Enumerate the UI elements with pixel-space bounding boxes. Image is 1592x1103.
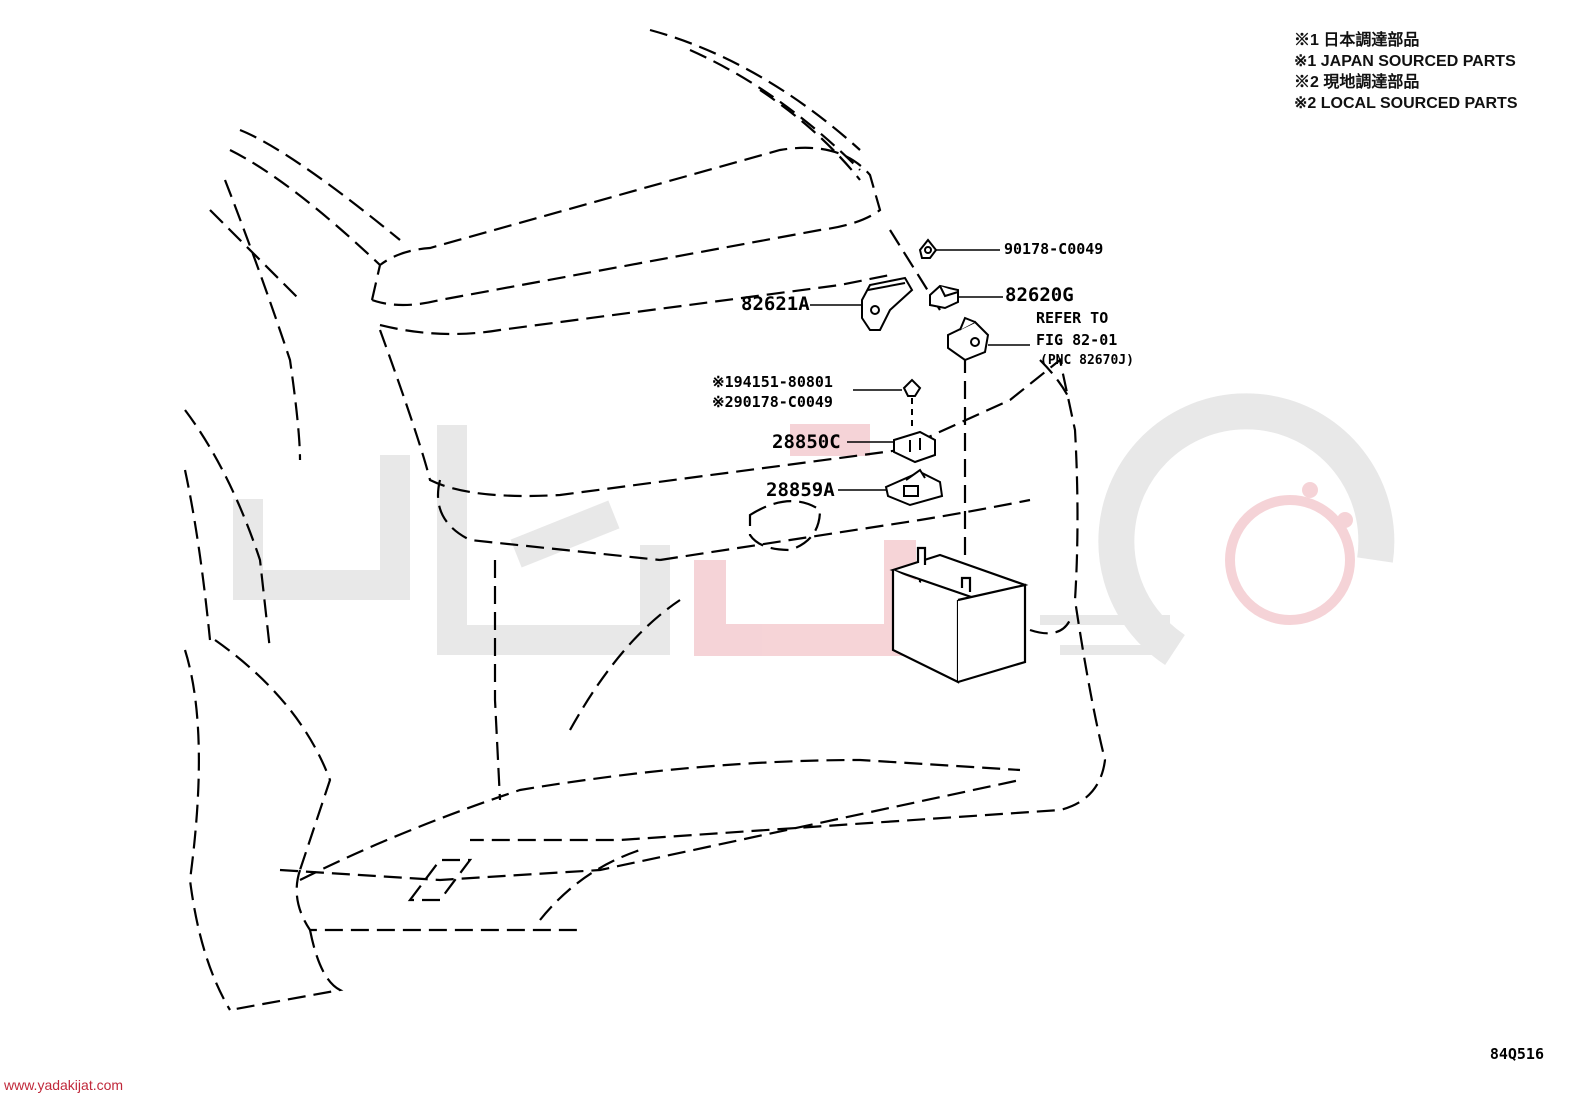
refer-label-line2: FIG 82-01: [1036, 331, 1118, 349]
diagram-code: 84Q516: [1489, 1045, 1544, 1063]
vehicle-outline: [183, 28, 1107, 1012]
clip-90178: [918, 238, 938, 259]
battery: [889, 546, 1029, 684]
part-label-90178: 90178-C0049: [1004, 240, 1104, 258]
legend-line-3: ※2 現地調達部品: [1294, 74, 1420, 91]
refer-label-line3: (PNC 82670J): [1040, 353, 1134, 368]
part-label-82620g: 82620G: [1005, 284, 1074, 306]
part-label-82621a: 82621A: [741, 293, 810, 315]
legend-line-2: ※1 JAPAN SOURCED PARTS: [1294, 53, 1516, 70]
leader-lines: [810, 249, 1030, 491]
legend: ※1 日本調達部品 ※1 JAPAN SOURCED PARTS ※2 現地調達…: [1294, 30, 1518, 114]
part-label-28850c: 28850C: [772, 431, 841, 453]
fuse-block-28859a: [884, 468, 944, 507]
watermark-site-text: www.yadakijat.com: [4, 1077, 124, 1093]
note-label-1: ※194151-80801: [712, 373, 833, 391]
fuse-block-28850c: [893, 430, 936, 464]
relay-block-82670j: [947, 316, 990, 362]
part-label-28859a: 28859A: [766, 479, 835, 501]
legend-line-4: ※2 LOCAL SOURCED PARTS: [1294, 95, 1518, 112]
note-label-2: ※290178-C0049: [712, 393, 833, 411]
nut-194151: [902, 378, 922, 430]
refer-label-line1: REFER TO: [1036, 309, 1109, 327]
bracket-82620g: [929, 284, 959, 310]
bracket-82621a: [861, 276, 914, 331]
watermark-logo: [233, 393, 1395, 666]
legend-line-1: ※1 日本調達部品: [1294, 32, 1420, 49]
